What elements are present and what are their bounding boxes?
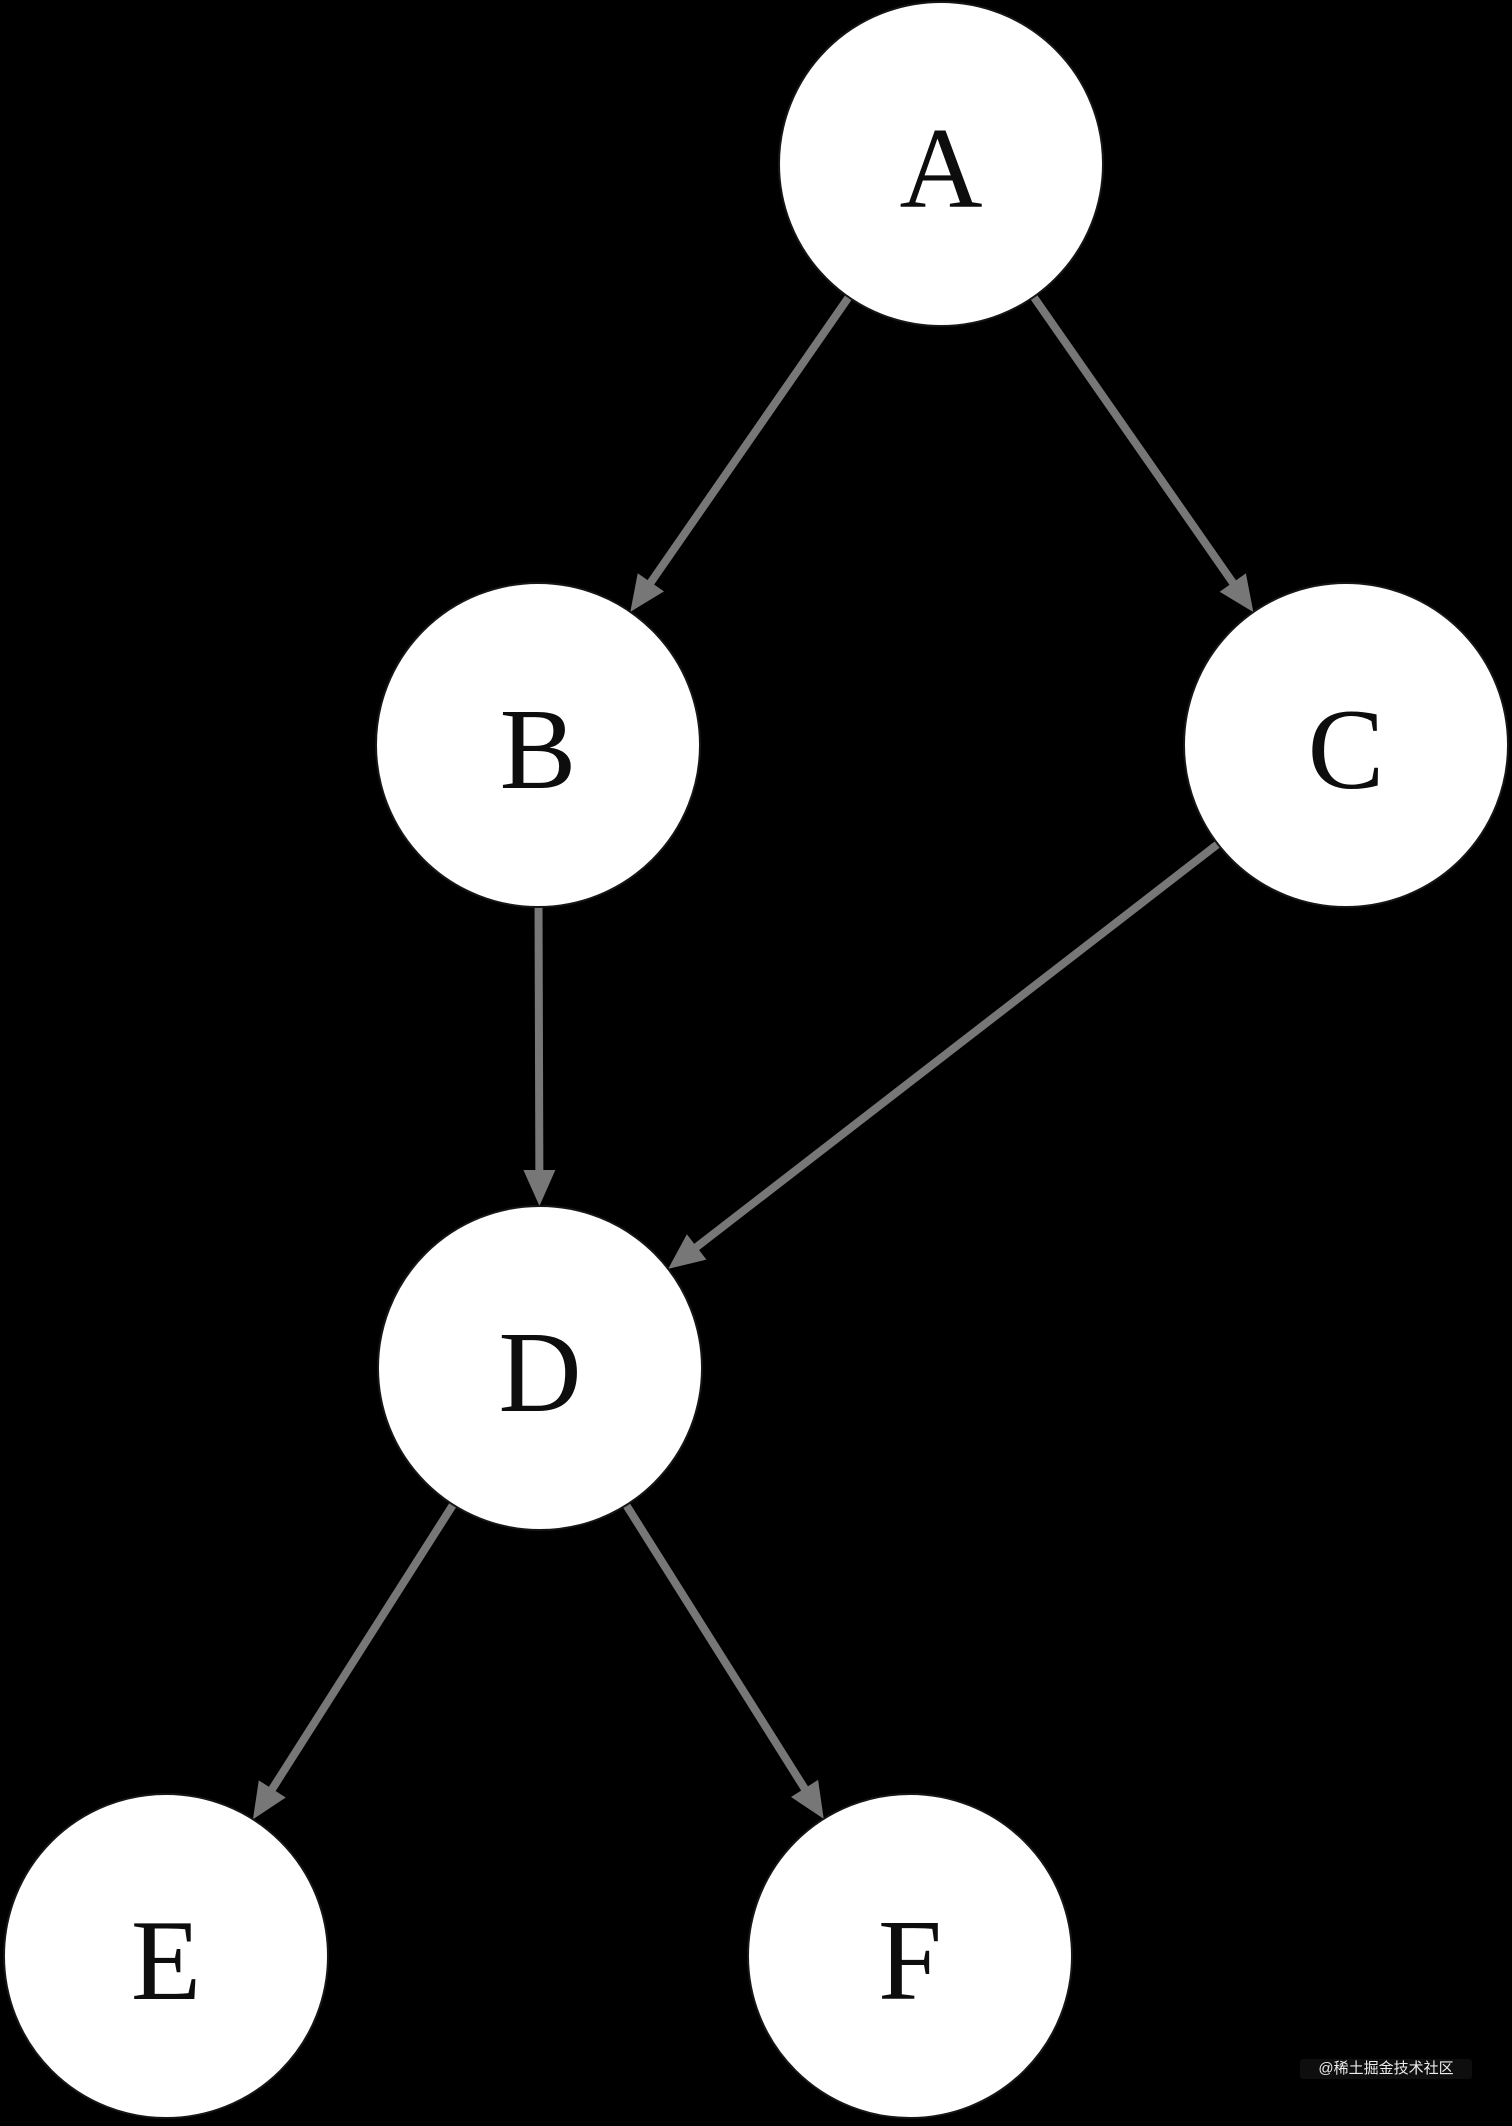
node-E-label: E [131, 1897, 201, 2024]
edge-D-F [622, 1502, 811, 1794]
node-E-circle [3, 1793, 329, 2119]
node-D-circle [377, 1205, 703, 1531]
node-A-circle [778, 1, 1104, 327]
edge-A-B [645, 294, 852, 588]
arrowhead-A-C [1219, 573, 1254, 613]
edge-C-D [691, 840, 1221, 1253]
node-C-label: C [1308, 686, 1385, 813]
arrowhead-B-D [523, 1169, 556, 1207]
arrowhead-A-B [630, 573, 664, 612]
node-C-circle [1183, 582, 1509, 908]
edge-A-C [1030, 294, 1239, 589]
node-D-label: D [498, 1309, 581, 1436]
node-B-circle [375, 582, 701, 908]
arrowhead-D-F [791, 1779, 824, 1819]
node-F-label: F [878, 1897, 942, 2024]
node-B-label: B [500, 686, 577, 813]
arrowhead-D-E [252, 1780, 286, 1820]
watermark-badge: @稀土掘金技术社区 [1300, 2059, 1472, 2079]
edge-B-D [534, 906, 544, 1175]
node-F-circle [747, 1793, 1073, 2119]
arrowhead-C-D [668, 1234, 707, 1269]
node-A-label: A [899, 105, 982, 232]
edge-D-E [266, 1502, 457, 1795]
